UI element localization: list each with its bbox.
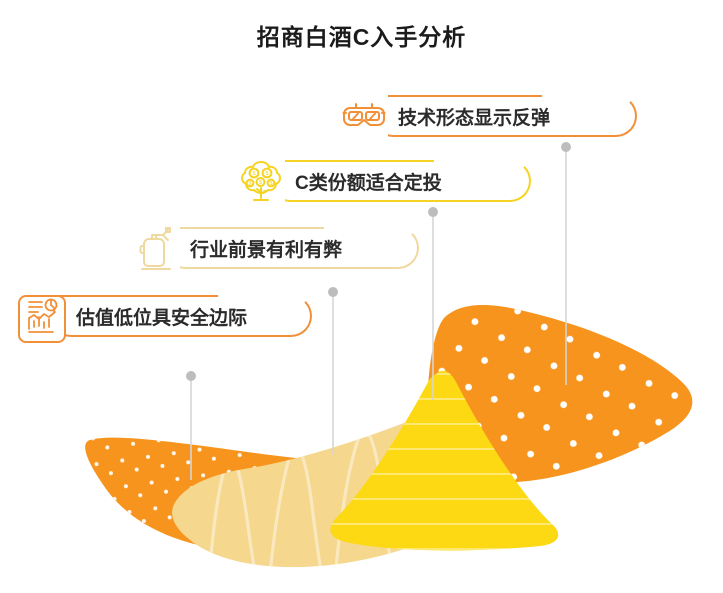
callout-label: 行业前景有利有弊 xyxy=(190,239,343,261)
connector-pin-industry xyxy=(328,287,338,455)
callout-label: C类份额适合定投 xyxy=(295,172,442,194)
orange-polka-fan-right xyxy=(427,304,693,483)
svg-text:$: $ xyxy=(252,171,255,177)
orange-dotted-fan-left xyxy=(85,437,457,552)
svg-text:$: $ xyxy=(265,171,268,177)
connector-pin-cshare xyxy=(428,207,438,400)
report-chart-icon xyxy=(18,292,66,340)
yellow-striped-cone xyxy=(330,370,559,551)
svg-text:$: $ xyxy=(259,180,262,186)
money-tree-icon: $ $ $ $ $ xyxy=(237,157,285,205)
fire-extinguisher-icon xyxy=(132,224,180,272)
callout-valuation[interactable]: 估值低位具安全边际 xyxy=(18,292,312,340)
callout-c-class-share[interactable]: $ $ $ $ $ C类份额适合定投 xyxy=(237,157,531,205)
connector-pin-valuation xyxy=(186,371,196,480)
callout-technical-form[interactable]: 技术形态显示反弹 xyxy=(340,92,637,140)
callout-label: 技术形态显示反弹 xyxy=(398,107,551,129)
svg-text:$: $ xyxy=(269,181,272,187)
callout-label: 估值低位具安全边际 xyxy=(76,307,248,329)
callout-industry-outlook[interactable]: 行业前景有利有弊 xyxy=(132,224,419,272)
page-title: 招商白酒C入手分析 xyxy=(256,24,467,50)
vr-goggles-icon xyxy=(340,92,388,140)
connector-pin-tech xyxy=(561,142,571,385)
svg-text:$: $ xyxy=(248,181,251,187)
beige-wave-fan xyxy=(172,363,561,568)
report-icon-frame xyxy=(18,295,66,343)
